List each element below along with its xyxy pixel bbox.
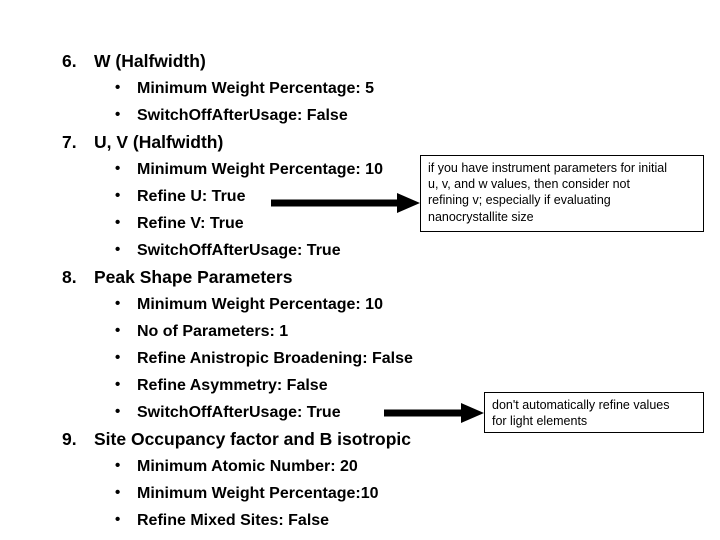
- bullet-icon: •: [115, 322, 121, 339]
- bullet-icon: •: [115, 214, 121, 231]
- list-item: • No of Parameters: 1: [62, 318, 482, 345]
- list-item-label: SwitchOffAfterUsage: False: [137, 534, 348, 540]
- outline-title: U, V (Halfwidth): [94, 132, 224, 152]
- list-item: • Refine Asymmetry: False: [62, 372, 482, 399]
- outline-heading: 7. U, V (Halfwidth): [62, 129, 482, 156]
- outline-title: Site Occupancy factor and B isotropic: [94, 429, 412, 449]
- list-item: • SwitchOffAfterUsage: True: [62, 399, 482, 426]
- outline-number: 6.: [62, 51, 77, 71]
- outline-heading: 9. Site Occupancy factor and B isotropic: [62, 426, 482, 453]
- list-item: • Minimum Atomic Number: 20: [62, 453, 482, 480]
- outline-number: 7.: [62, 132, 77, 152]
- bullet-icon: •: [115, 376, 121, 393]
- list-item-label: SwitchOffAfterUsage: True: [137, 404, 341, 421]
- bullet-icon: •: [115, 403, 121, 420]
- list-item: • Minimum Weight Percentage: 5: [62, 75, 482, 102]
- bullet-icon: •: [115, 484, 121, 501]
- callout-line: if you have instrument parameters for in…: [428, 161, 667, 175]
- outline-item-6: 6. W (Halfwidth) • Minimum Weight Percen…: [62, 48, 482, 129]
- bullet-icon: •: [115, 457, 121, 474]
- list-item-label: No of Parameters: 1: [137, 323, 289, 340]
- list-item-label: Refine Mixed Sites: False: [137, 512, 330, 529]
- outline-number: 8.: [62, 267, 77, 287]
- callout-note-light-elements: don't automatically refine values for li…: [484, 392, 704, 433]
- list-item: • SwitchOffAfterUsage: False: [62, 534, 482, 540]
- list-item: • Refine V: True: [62, 210, 482, 237]
- bullet-icon: •: [115, 160, 121, 177]
- callout-note-refining-v: if you have instrument parameters for in…: [420, 155, 704, 232]
- list-item: • Refine Mixed Sites: False: [62, 507, 482, 534]
- bullet-icon: •: [115, 79, 121, 96]
- list-item: • Minimum Weight Percentage: 10: [62, 291, 482, 318]
- list-item: • Minimum Weight Percentage:10: [62, 480, 482, 507]
- outline-heading: 6. W (Halfwidth): [62, 48, 482, 75]
- bullet-icon: •: [115, 106, 121, 123]
- outline-title: W (Halfwidth): [94, 51, 206, 71]
- list-item-label: Minimum Weight Percentage: 10: [137, 161, 383, 178]
- callout-line: refining v; especially if evaluating: [428, 193, 611, 208]
- list-item-label: Refine U: True: [137, 188, 246, 205]
- callout-line: for light elements: [492, 414, 588, 429]
- bullet-icon: •: [115, 187, 121, 204]
- list-item-label: Minimum Weight Percentage: 10: [137, 296, 383, 313]
- outline-item-8: 8. Peak Shape Parameters • Minimum Weigh…: [62, 264, 482, 426]
- bullet-icon: •: [115, 511, 121, 528]
- list-item: • Refine U: True: [62, 183, 482, 210]
- arrow-right-icon: [384, 403, 484, 423]
- outline-item-9: 9. Site Occupancy factor and B isotropic…: [62, 426, 482, 540]
- list-item-label: SwitchOffAfterUsage: False: [137, 107, 348, 124]
- list-item-label: Refine Anistropic Broadening: False: [137, 350, 413, 367]
- list-item: • Refine Anistropic Broadening: False: [62, 345, 482, 372]
- list-item-label: SwitchOffAfterUsage: True: [137, 242, 341, 259]
- outline-heading: 8. Peak Shape Parameters: [62, 264, 482, 291]
- outline-list: 6. W (Halfwidth) • Minimum Weight Percen…: [62, 48, 482, 540]
- outline-title: Peak Shape Parameters: [94, 267, 293, 287]
- list-item: • SwitchOffAfterUsage: False: [62, 102, 482, 129]
- outline-item-7: 7. U, V (Halfwidth) • Minimum Weight Per…: [62, 129, 482, 264]
- bullet-icon: •: [115, 295, 121, 312]
- list-item-label: Minimum Atomic Number: 20: [137, 458, 358, 475]
- list-item: • SwitchOffAfterUsage: True: [62, 237, 482, 264]
- list-item-label: Refine V: True: [137, 215, 244, 232]
- callout-line: don't automatically refine values: [492, 398, 670, 412]
- callout-line: u, v, and w values, then consider not: [428, 177, 630, 192]
- bullet-icon: •: [115, 349, 121, 366]
- outline-number: 9.: [62, 429, 77, 449]
- list-item-label: Minimum Weight Percentage: 5: [137, 80, 375, 97]
- bullet-icon: •: [115, 241, 121, 258]
- list-item-label: Minimum Weight Percentage:10: [137, 485, 379, 502]
- list-item: • Minimum Weight Percentage: 10: [62, 156, 482, 183]
- bullet-icon: •: [115, 533, 120, 540]
- arrow-right-icon: [271, 193, 420, 213]
- callout-line: nanocrystallite size: [428, 209, 534, 224]
- list-item-label: Refine Asymmetry: False: [137, 377, 328, 394]
